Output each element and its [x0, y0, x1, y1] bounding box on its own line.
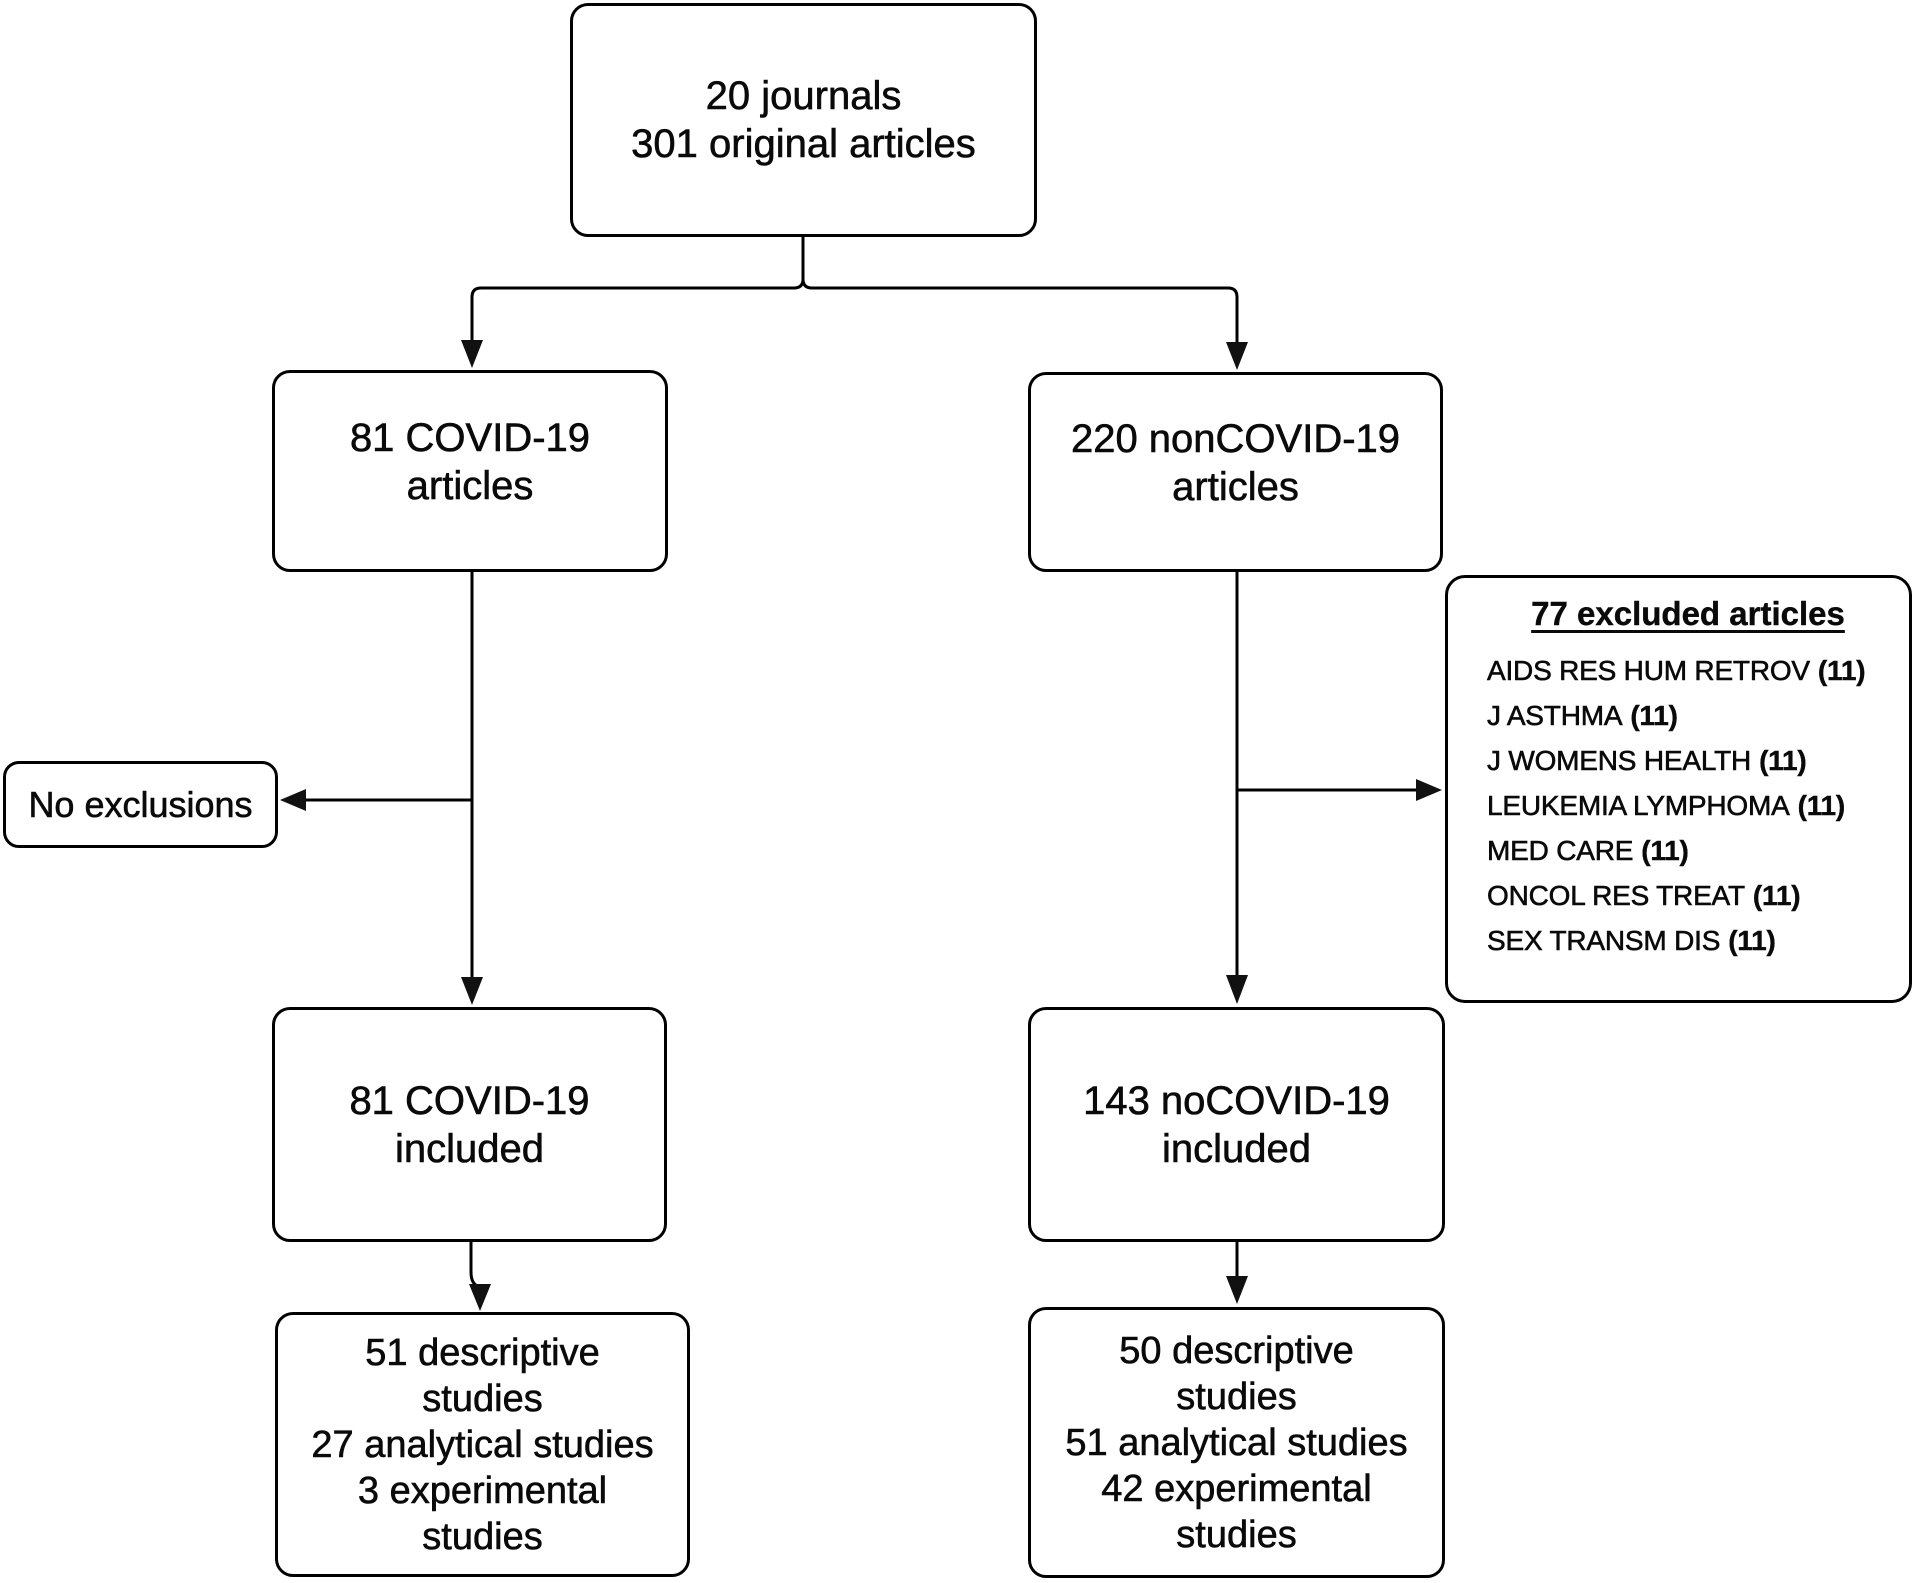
top-box-line2: 301 original articles [631, 122, 976, 167]
covid-articles-line2: articles [406, 464, 534, 509]
excluded-journal-item: SEX TRANSM DIS(11) [1487, 918, 1889, 963]
no-exclusions-box: No exclusions [3, 761, 278, 848]
arrowhead-to-covid-articles [461, 340, 483, 368]
excluded-journal-item: MED CARE(11) [1487, 828, 1889, 873]
covid-included-box: 81 COVID-19 included [272, 1007, 667, 1242]
arrowhead-to-no-exclusions [280, 789, 306, 811]
noncovid-studies-line5: studies [1176, 1513, 1297, 1556]
journal-name: SEX TRANSM DIS [1487, 925, 1721, 957]
covid-studies-line2: studies [422, 1377, 543, 1420]
arrowhead-to-noncovid-studies [1226, 1276, 1248, 1304]
noncovid-included-box: 143 noCOVID-19 included [1028, 1007, 1445, 1242]
excluded-journal-item: LEUKEMIA LYMPHOMA(11) [1487, 783, 1889, 828]
top-box-line1: 20 journals [705, 74, 902, 119]
covid-studies-line5: studies [422, 1515, 543, 1558]
noncovid-studies-line2: studies [1176, 1375, 1297, 1418]
noncovid-studies-line3: 51 analytical studies [1065, 1421, 1408, 1464]
journal-count: (11) [1759, 745, 1807, 776]
excluded-articles-list: AIDS RES HUM RETROV(11) J ASTHMA(11) J W… [1487, 648, 1889, 963]
noncovid-included-line1: 143 noCOVID-19 [1083, 1078, 1390, 1123]
arrowhead-to-covid-studies [469, 1284, 491, 1311]
excluded-journal-item: J WOMENS HEALTH(11) [1487, 738, 1889, 783]
excluded-journal-item: J ASTHMA(11) [1487, 693, 1889, 738]
covid-included-line1: 81 COVID-19 [349, 1078, 590, 1123]
journal-name: AIDS RES HUM RETROV [1487, 655, 1811, 687]
journal-name: LEUKEMIA LYMPHOMA [1487, 790, 1790, 822]
arrowhead-to-excluded [1416, 779, 1442, 801]
journal-count: (11) [1728, 925, 1776, 956]
covid-studies-line3: 27 analytical studies [311, 1423, 654, 1466]
excluded-articles-title: 77 excluded articles [1531, 595, 1845, 632]
arrowhead-to-noncovid-included [1226, 975, 1248, 1004]
journal-count: (11) [1752, 880, 1801, 911]
noncovid-articles-line1: 220 nonCOVID-19 [1070, 417, 1401, 462]
noncovid-articles-line2: articles [1172, 465, 1299, 510]
arrowhead-to-covid-included [461, 977, 483, 1005]
journal-name: MED CARE [1487, 835, 1634, 867]
noncovid-articles-box: 220 nonCOVID-19 articles [1028, 372, 1443, 572]
noncovid-included-line2: included [1161, 1126, 1312, 1171]
journal-count: (11) [1797, 790, 1846, 821]
split-left-line [470, 278, 805, 342]
covid-studies-line [469, 1242, 481, 1289]
top-box: 20 journals 301 original articles [570, 3, 1037, 237]
excluded-journal-item: ONCOL RES TREAT(11) [1487, 873, 1889, 918]
excluded-journal-item: AIDS RES HUM RETROV(11) [1487, 648, 1889, 693]
journal-name: J ASTHMA [1487, 700, 1623, 732]
excluded-articles-box: 77 excluded articles AIDS RES HUM RETROV… [1445, 575, 1912, 1003]
covid-studies-line1: 51 descriptive [365, 1331, 600, 1374]
arrowhead-to-noncovid-articles [1226, 342, 1248, 370]
noncovid-studies-box: 50 descriptive studies 51 analytical stu… [1028, 1307, 1445, 1578]
journal-count: (11) [1641, 835, 1689, 866]
covid-studies-box: 51 descriptive studies 27 analytical stu… [275, 1312, 690, 1577]
covid-articles-box: 81 COVID-19 articles [272, 370, 668, 572]
covid-included-line2: included [394, 1126, 545, 1171]
journal-count: (11) [1817, 655, 1866, 686]
covid-articles-line1: 81 COVID-19 [349, 416, 591, 461]
noncovid-studies-line1: 50 descriptive [1119, 1329, 1354, 1372]
split-right-line [801, 278, 1239, 344]
noncovid-studies-line4: 42 experimental [1101, 1467, 1372, 1510]
covid-studies-line4: 3 experimental [357, 1469, 608, 1512]
no-exclusions-label: No exclusions [28, 783, 253, 825]
journal-count: (11) [1630, 700, 1678, 731]
journal-name: J WOMENS HEALTH [1487, 745, 1752, 777]
journal-name: ONCOL RES TREAT [1487, 880, 1746, 912]
